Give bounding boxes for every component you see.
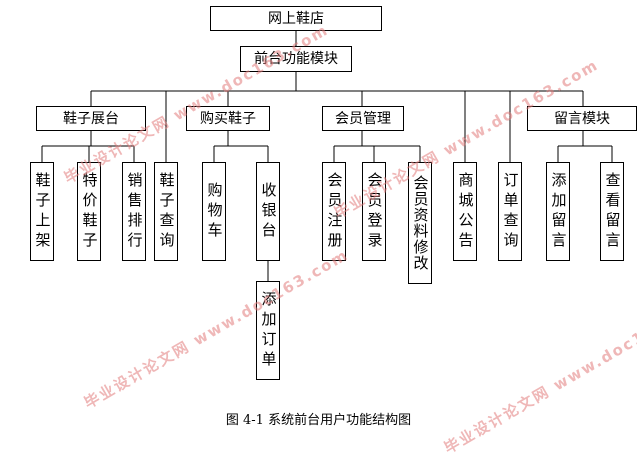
connector-lines xyxy=(41,31,613,281)
node-add-order: 添加订单 xyxy=(256,281,280,380)
node-message-module: 留言模块 xyxy=(527,106,637,131)
node-frontend-modules: 前台功能模块 xyxy=(240,46,352,72)
node-order-query: 订单查询 xyxy=(498,162,522,261)
node-member-mgmt: 会员管理 xyxy=(322,106,404,131)
node-member-login: 会员登录 xyxy=(362,162,386,261)
node-root: 网上鞋店 xyxy=(210,6,382,31)
node-sales-ranking: 销售排行 xyxy=(122,162,146,261)
node-buy-shoes: 购买鞋子 xyxy=(186,106,270,131)
node-special-shoes: 特价鞋子 xyxy=(77,162,101,261)
node-member-profile-edit: 会员资料修改 xyxy=(408,162,432,284)
node-add-message: 添加留言 xyxy=(546,162,570,261)
node-member-register: 会员注册 xyxy=(322,162,346,261)
node-shoe-display: 鞋子展台 xyxy=(36,106,146,131)
structure-diagram xyxy=(41,31,613,281)
node-shoe-listing: 鞋子上架 xyxy=(30,162,54,261)
node-view-message: 查看留言 xyxy=(600,162,624,261)
node-shoe-search: 鞋子查询 xyxy=(154,162,178,261)
node-store-notice: 商城公告 xyxy=(453,162,477,261)
node-checkout: 收银台 xyxy=(256,162,280,261)
figure-caption: 图 4-1 系统前台用户功能结构图 xyxy=(225,413,412,428)
node-shopping-cart: 购物车 xyxy=(202,162,226,261)
